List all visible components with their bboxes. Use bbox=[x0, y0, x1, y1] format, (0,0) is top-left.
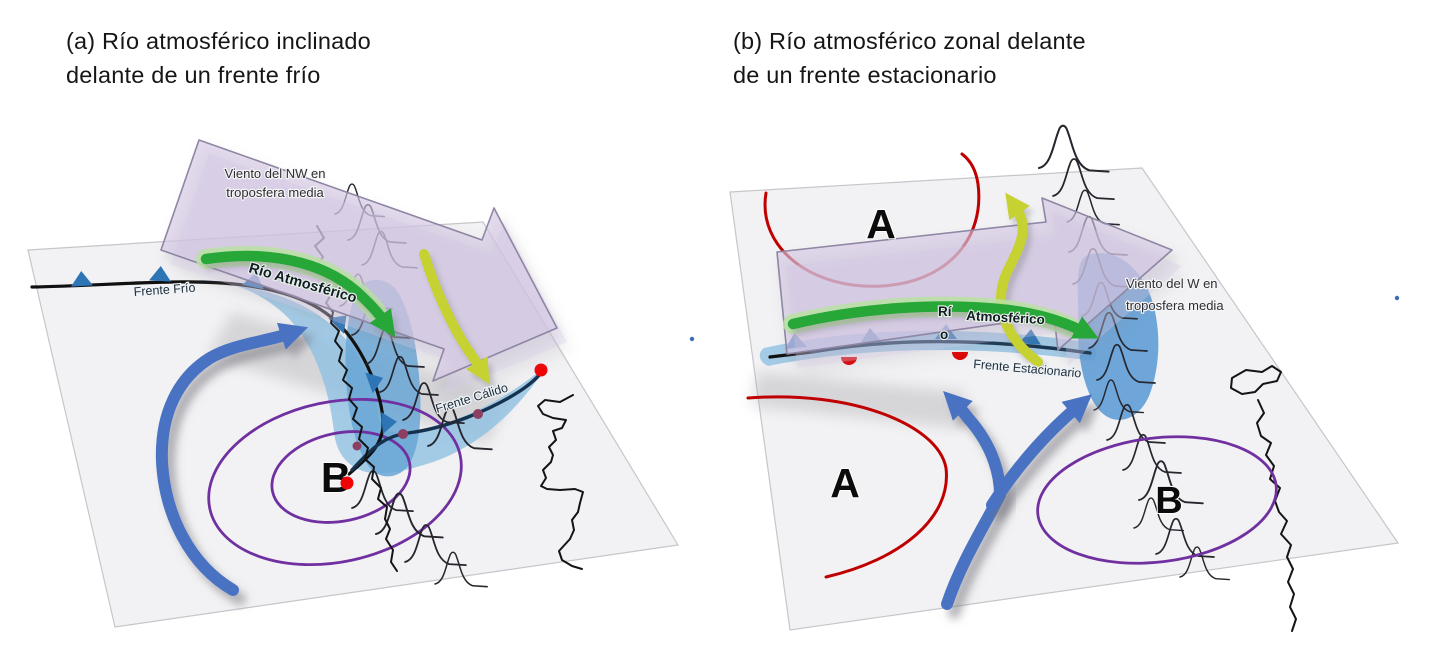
mountain-peak bbox=[1037, 124, 1110, 173]
panel-a-cold-front-label: Frente Frío bbox=[133, 281, 196, 299]
panel-a-river-arrow bbox=[200, 250, 396, 338]
panel-b-title-line2: de un frente estacionario bbox=[733, 62, 997, 88]
panel-b-diagram: Viento del W en troposfera media Rí Atmo… bbox=[729, 124, 1400, 632]
warm-front-marker-dot bbox=[473, 409, 483, 419]
panel-b-river-label-wrap: o bbox=[940, 327, 948, 342]
panel-a-diagram: Viento del NW en troposfera media Río At… bbox=[27, 139, 679, 628]
panel-b-low-pressure-label: B bbox=[1155, 480, 1182, 522]
panel-a-cyclonic-flow-arrow bbox=[155, 322, 309, 596]
panel-b-wind-label-line2: troposfera media bbox=[1126, 298, 1224, 313]
panel-b-coastline bbox=[1256, 399, 1297, 632]
panel-a-descending-flow-arrow bbox=[419, 249, 490, 385]
stray-dot bbox=[689, 336, 695, 342]
panel-b-lowlevel-jet-arrow-left bbox=[941, 391, 1007, 610]
panel-a-low-isobar-outer bbox=[207, 397, 463, 567]
panel-b-high-pressure-label-top: A bbox=[866, 201, 896, 247]
panel-b-low-isobar bbox=[1036, 435, 1278, 565]
panel-a-warm-front-line bbox=[350, 367, 546, 472]
warm-front-marker-dot bbox=[398, 429, 408, 439]
panel-a-title: (a) Río atmosférico inclinado delante de… bbox=[66, 24, 371, 92]
stationary-front-semicircle bbox=[952, 352, 968, 360]
panel-b-wind-label-line1: Viento del W en bbox=[1126, 276, 1218, 291]
panel-b-high-arc-bottom bbox=[746, 395, 948, 579]
panel-b-high-pressure-label-bottom: A bbox=[830, 460, 860, 506]
panel-b-ascending-flow-arrow bbox=[996, 192, 1043, 367]
panel-a-coastline-east bbox=[537, 394, 584, 570]
panel-b-title-line1: (b) Río atmosférico zonal delante bbox=[733, 28, 1086, 54]
panel-a-title-line2: delante de un frente frío bbox=[66, 62, 321, 88]
stray-dot bbox=[1394, 295, 1400, 301]
panel-b-lowlevel-jet-arrow-right bbox=[986, 394, 1093, 511]
panel-b-river-label-part2: Atmosférico bbox=[966, 308, 1045, 327]
panel-b-island bbox=[1230, 365, 1282, 395]
panel-a-atmospheric-river-band bbox=[196, 280, 548, 474]
warm-front-marker-dot bbox=[352, 441, 362, 451]
panel-b-arrow-shadow bbox=[751, 372, 965, 428]
panel-b-river-arrow bbox=[787, 301, 1100, 340]
warm-front-end-dot bbox=[534, 363, 548, 377]
panel-a-low-center-dot bbox=[340, 476, 354, 490]
panel-a-wind-label-line1: Viento del NW en bbox=[225, 166, 326, 181]
panel-b-river-label-part1: Rí bbox=[938, 304, 953, 319]
panel-a-wind-label-line2: troposfera media bbox=[226, 185, 324, 200]
panel-b-title: (b) Río atmosférico zonal delante de un … bbox=[733, 24, 1086, 92]
panel-a-title-line1: (a) Río atmosférico inclinado bbox=[66, 28, 371, 54]
panel-a-low-isobar-inner bbox=[270, 430, 412, 524]
